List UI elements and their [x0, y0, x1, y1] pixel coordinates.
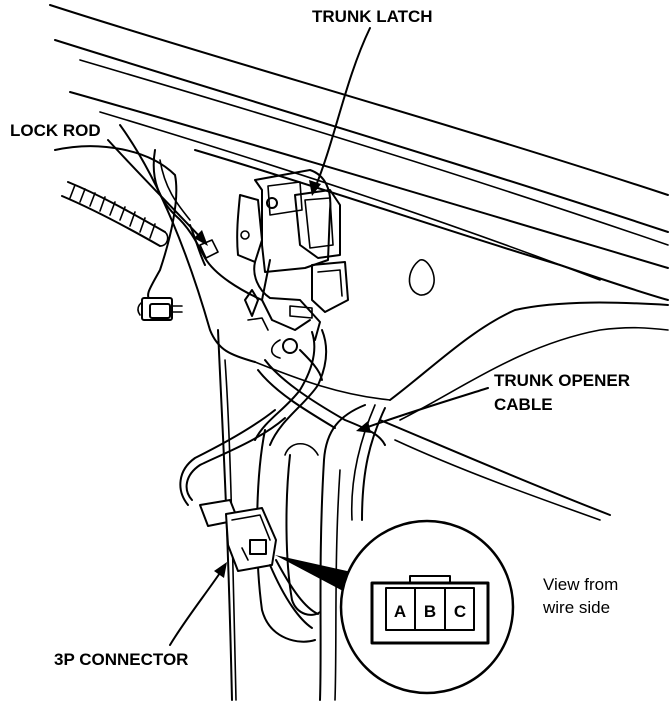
- pin-b-label: B: [424, 602, 436, 621]
- trunk-latch-assembly: [236, 169, 349, 381]
- pin-c-label: C: [454, 602, 466, 621]
- connector-detail-inset: A B C: [275, 519, 515, 695]
- side-wiring: [54, 145, 183, 321]
- wire-harness: [61, 181, 169, 247]
- 3p-connector: [199, 499, 319, 629]
- leader-lines: [107, 27, 489, 646]
- view-from-label-line1: View from: [543, 575, 618, 594]
- view-from-label-line2: wire side: [542, 598, 610, 617]
- trunk-lid-panel: [49, 4, 669, 701]
- lock-rod-label: LOCK ROD: [10, 121, 101, 140]
- pin-a-label: A: [394, 602, 406, 621]
- 3p-connector-label: 3P CONNECTOR: [54, 650, 188, 669]
- connector-wiring: [179, 409, 286, 506]
- trunk-opener-label-line1: TRUNK OPENER: [494, 371, 630, 390]
- lock-rod: [152, 149, 263, 301]
- trunk-opener-cable: [254, 329, 386, 446]
- trunk-opener-label-line2: CABLE: [494, 395, 553, 414]
- trunk-latch-label: TRUNK LATCH: [312, 7, 433, 26]
